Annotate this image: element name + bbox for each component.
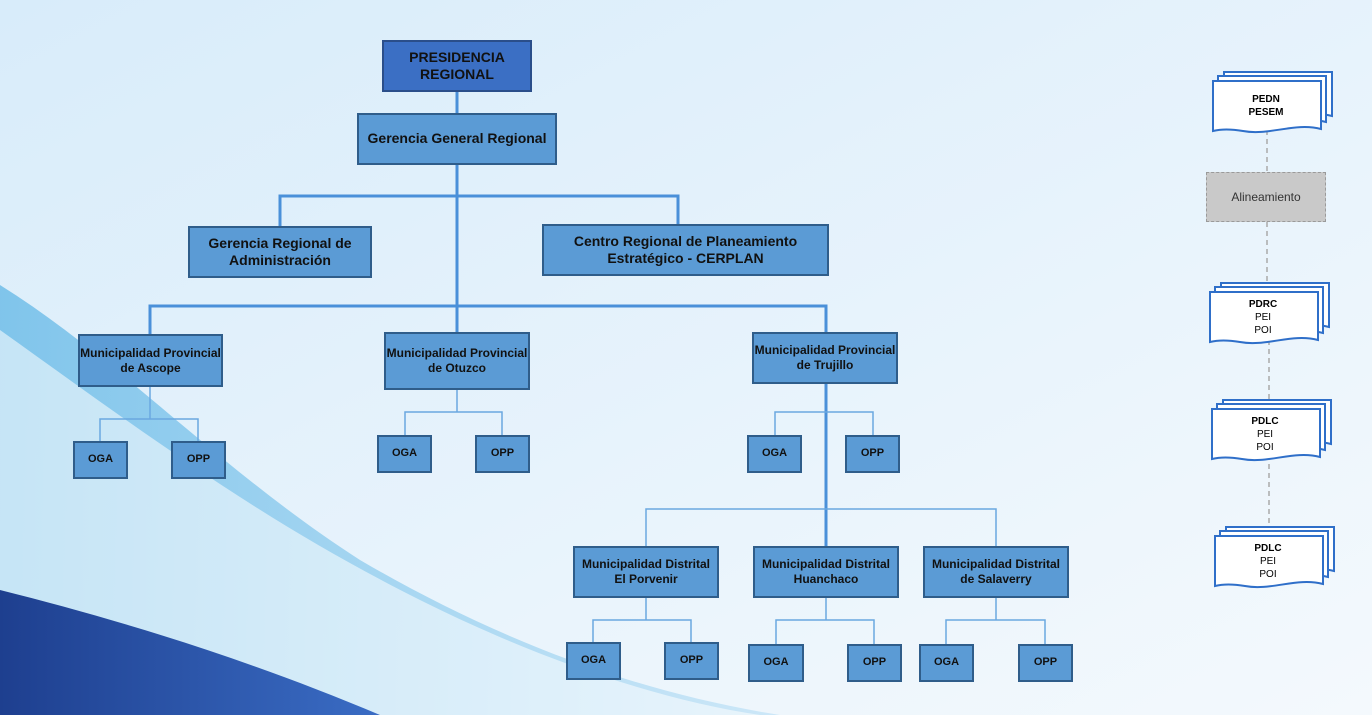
municipalidad-trujillo-box: Municipalidad Provincial de Trujillo bbox=[752, 332, 898, 384]
cerplan-box: Centro Regional de Planeamiento Estratég… bbox=[542, 224, 829, 276]
el-porvenir-opp-box: OPP bbox=[664, 642, 719, 680]
alineamiento-box: Alineamiento bbox=[1206, 172, 1326, 222]
municipalidad-ascope-box: Municipalidad Provincial de Ascope bbox=[78, 334, 223, 387]
pedn-document: PEDN PESEM bbox=[1212, 70, 1333, 136]
ascope-oga-box: OGA bbox=[73, 441, 128, 479]
el-porvenir-oga-box: OGA bbox=[566, 642, 621, 680]
pdrc-title: PDRC bbox=[1248, 298, 1278, 310]
pdlc-1-line-1: PEI bbox=[1256, 428, 1274, 440]
pdlc-document-2: PDLC PEI POI bbox=[1214, 525, 1335, 591]
ascope-opp-box: OPP bbox=[171, 441, 226, 479]
pdlc-1-title: PDLC bbox=[1251, 415, 1279, 427]
salaverry-opp-box: OPP bbox=[1018, 644, 1073, 682]
pdlc-document-1: PDLC PEI POI bbox=[1211, 398, 1332, 464]
pdlc-1-line-2: POI bbox=[1256, 441, 1274, 453]
pedn-line-1: PESEM bbox=[1248, 107, 1284, 118]
presidencia-box: PRESIDENCIA REGIONAL bbox=[382, 40, 532, 92]
gerencia-general-box: Gerencia General Regional bbox=[357, 113, 557, 165]
otuzco-oga-box: OGA bbox=[377, 435, 432, 473]
municipalidad-otuzco-box: Municipalidad Provincial de Otuzco bbox=[384, 332, 530, 390]
huanchaco-opp-box: OPP bbox=[847, 644, 902, 682]
salaverry-oga-box: OGA bbox=[919, 644, 974, 682]
pdlc-2-line-1: PEI bbox=[1259, 555, 1277, 567]
multi-document-icon bbox=[1212, 71, 1333, 134]
trujillo-oga-box: OGA bbox=[747, 435, 802, 473]
pdrc-line-2: POI bbox=[1254, 324, 1272, 336]
pdrc-document: PDRC PEI POI bbox=[1209, 281, 1330, 347]
pdlc-2-line-2: POI bbox=[1259, 568, 1277, 580]
municipalidad-huanchaco-box: Municipalidad Distrital Huanchaco bbox=[753, 546, 899, 598]
huanchaco-oga-box: OGA bbox=[748, 644, 804, 682]
trujillo-opp-box: OPP bbox=[845, 435, 900, 473]
municipalidad-salaverry-box: Municipalidad Distrital de Salaverry bbox=[923, 546, 1069, 598]
pdlc-2-title: PDLC bbox=[1254, 542, 1282, 554]
gerencia-administracion-box: Gerencia Regional de Administración bbox=[188, 226, 372, 278]
pedn-title: PEDN bbox=[1252, 94, 1280, 105]
pdrc-line-1: PEI bbox=[1254, 311, 1272, 323]
multi-document-icon bbox=[1214, 526, 1335, 589]
multi-document-icon bbox=[1209, 282, 1330, 345]
multi-document-icon bbox=[1211, 399, 1332, 462]
municipalidad-el-porvenir-box: Municipalidad Distrital El Porvenir bbox=[573, 546, 719, 598]
otuzco-opp-box: OPP bbox=[475, 435, 530, 473]
